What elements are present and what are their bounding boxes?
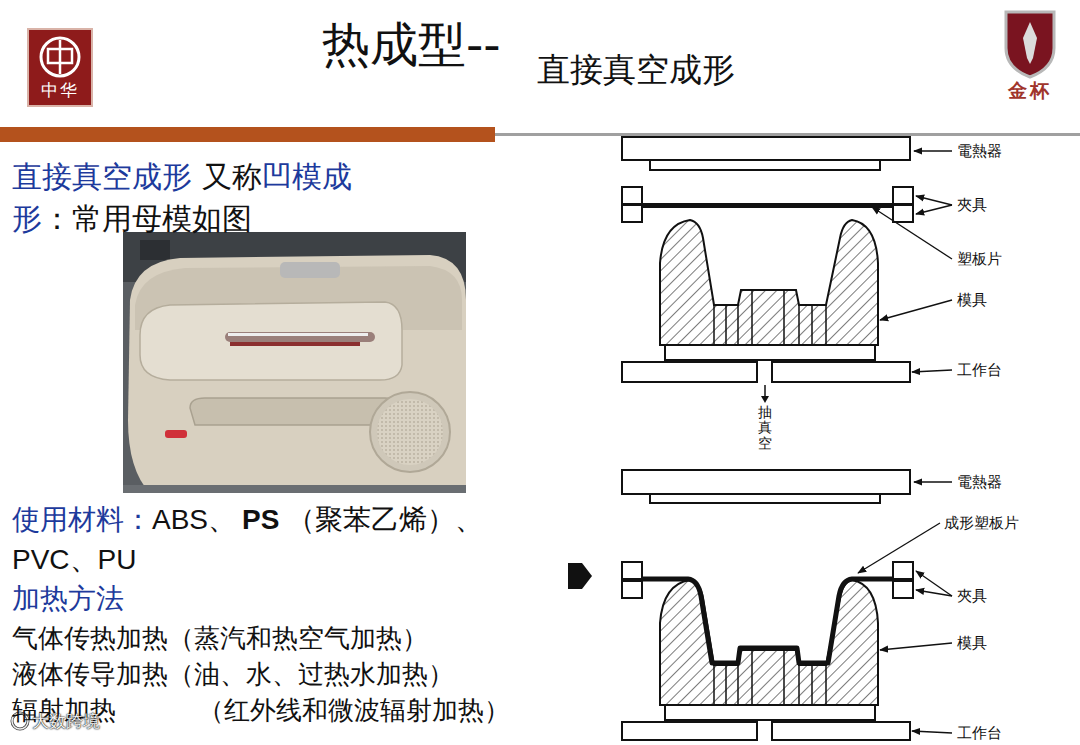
part-label: 工作台 [957,724,1002,742]
part-label: 模具 [957,634,987,652]
worktable [622,362,910,382]
heading-text: 使用材料： [12,503,152,536]
worktable [622,722,910,740]
mold [660,220,878,360]
part-label: 模具 [957,291,987,309]
part-label: 夾具 [957,196,987,214]
part-label: 塑板片 [957,250,1002,268]
material-name: ABS、 [152,504,236,535]
material-name: PS [242,504,279,535]
pointer-arrow [568,563,592,589]
body-text: 又称 [202,159,262,194]
logo-cup [1023,22,1037,64]
text-paragraph: 直接真空成形又称凹模成形：常用母模如图 [12,156,380,240]
body-text: 液体传导加热（油、水、过热水加热） [12,659,454,690]
part-label: 工作台 [957,361,1002,379]
vacuum-arrow [761,385,769,403]
logo-text: 金杯 [1008,80,1052,102]
door-panel-photo [123,232,466,493]
leader-line [858,482,952,733]
body-text: （聚苯乙烯）、 [287,503,483,536]
part-label: 電熱器 [957,473,1002,491]
body-text: ：常用母模如图 [42,201,252,236]
heater [622,470,910,503]
part-label: 成形塑板片 [944,514,1019,532]
heater [622,137,910,170]
clamp [622,562,913,598]
body-text: （红外线和微波辐射加热） [198,695,510,726]
clamp [622,187,913,222]
term-text: 直接真空成形 [12,159,192,194]
brand-logo: 金杯 [990,8,1070,102]
body-text: 气体传热加热（蒸汽和热空气加热） [12,623,428,654]
header-line [495,133,1080,136]
part-label: 夾具 [957,587,987,605]
text-paragraph: 使用材料：ABS、PS （聚苯乙烯）、 PVC、PU [12,500,552,580]
logo-emblem [33,33,87,81]
part-label: 電熱器 [957,142,1002,160]
slide-title: 热成型-- [322,16,501,74]
logo-shield [1006,12,1054,77]
watermark: 大数跨境 [32,711,100,731]
logo-mark [59,40,62,74]
brand-logo: 中华 [27,28,93,107]
leader-line [872,151,952,372]
header-bar [0,127,495,142]
material-name: PVC、PU [12,544,136,575]
vacuum-label: 抽真空 [758,405,772,451]
slide-subtitle: 直接真空成形 [537,50,735,90]
logo-text: 中华 [41,81,79,101]
logo-emblem [1000,8,1060,80]
formed-sheet [642,579,893,663]
plastic-sheet [642,203,893,208]
heading-text: 加热方法 [12,582,124,616]
logo-ring [41,38,79,76]
